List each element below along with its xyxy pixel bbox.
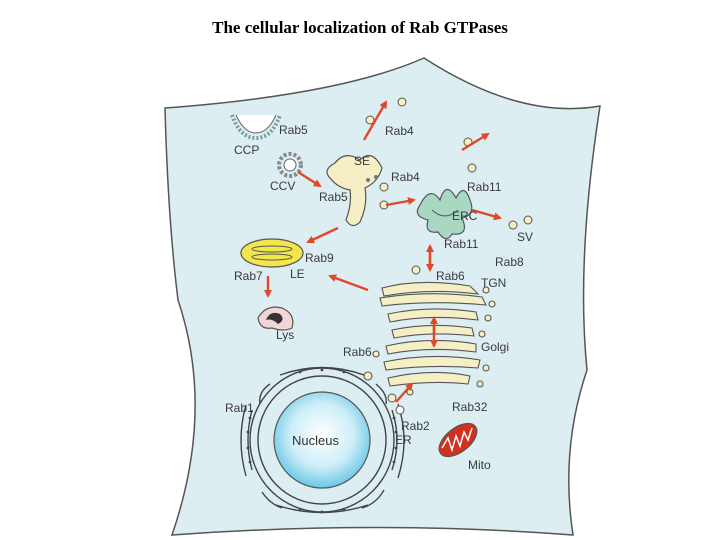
label-se: SE	[354, 154, 370, 168]
label-le: LE	[290, 267, 305, 281]
label-ccv: CCV	[270, 179, 295, 193]
erc-recycling-endosome	[416, 188, 473, 240]
label-golgi: Golgi	[481, 340, 509, 354]
label-sv: SV	[517, 230, 533, 244]
cell-outline	[164, 57, 601, 536]
trafficking-arrows	[264, 100, 502, 403]
figure-title: The cellular localization of Rab GTPases	[212, 18, 508, 37]
label-rab5-mid: Rab5	[319, 190, 348, 204]
mitochondrion	[438, 422, 478, 458]
er-ribosomes	[246, 368, 398, 514]
label-mito: Mito	[468, 458, 491, 472]
label-rab4-mid: Rab4	[391, 170, 420, 184]
label-rab8: Rab8	[495, 255, 524, 269]
sorting-endosome	[326, 154, 383, 227]
label-rab4-top: Rab4	[385, 124, 414, 138]
label-rab1: Rab1	[225, 401, 254, 415]
label-rab6-top: Rab6	[436, 269, 465, 283]
label-er: ER	[395, 433, 412, 447]
lysosome	[257, 306, 294, 331]
label-tgn: TGN	[481, 276, 506, 290]
late-endosome	[240, 238, 304, 268]
endoplasmic-reticulum	[240, 366, 405, 514]
nucleus	[273, 391, 371, 489]
label-nucleus: Nucleus	[292, 433, 339, 448]
label-erc: ERC	[452, 209, 478, 223]
label-rab6-mid: Rab6	[343, 345, 372, 359]
er-vesicles	[387, 393, 405, 415]
label-lys: Lys	[276, 328, 294, 342]
label-rab2: Rab2	[401, 419, 430, 433]
ccp-coated-pit	[230, 114, 282, 141]
ccv-coated-vesicle	[277, 152, 303, 178]
label-rab11-top: Rab11	[467, 180, 502, 194]
label-rab11-mid: Rab11	[444, 237, 479, 251]
label-rab7: Rab7	[234, 269, 263, 283]
label-rab5-top: Rab5	[279, 123, 308, 137]
label-rab32: Rab32	[452, 400, 488, 414]
label-rab9: Rab9	[305, 251, 334, 265]
label-ccp: CCP	[234, 143, 259, 157]
